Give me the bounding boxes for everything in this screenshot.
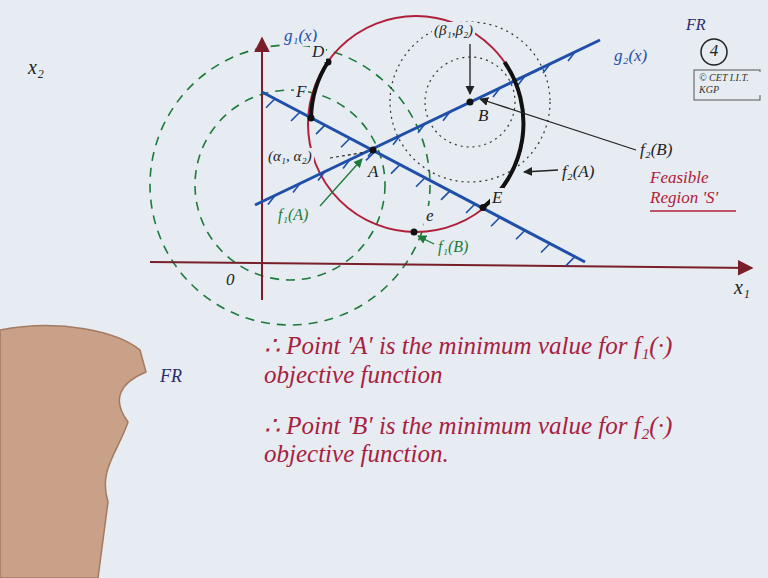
value-label: f₁(B) — [436, 238, 470, 256]
stamp-box — [694, 70, 760, 100]
leader-line — [330, 152, 366, 158]
note: ∴ Point 'A' is the minimum value for f₁(… — [262, 332, 756, 390]
page-number-circle — [701, 39, 727, 65]
leader-line — [524, 170, 558, 172]
coordinate-label: (α₁, α₂) — [266, 148, 314, 165]
region-label: Feasible Region 'S' — [648, 168, 752, 207]
leader-line — [469, 44, 470, 94]
coordinate-label: (β₁,β₂) — [432, 22, 475, 39]
point — [411, 229, 418, 236]
margin-mark: FR — [158, 366, 184, 387]
page-mark: FR — [684, 16, 708, 34]
point-label: E — [490, 188, 504, 208]
y-axis — [261, 38, 263, 300]
note: ∴ Point 'B' is the minimum value for f₂(… — [262, 412, 756, 470]
leader-line — [418, 236, 434, 244]
pareto-arc — [483, 62, 523, 207]
pareto-arc — [311, 62, 328, 118]
underline — [650, 210, 736, 212]
constraint-label: g₂(x) — [612, 46, 649, 66]
axis-label: x₁ — [732, 276, 752, 299]
point-label: F — [294, 82, 308, 102]
hand — [0, 326, 146, 578]
g2-hatching — [268, 52, 575, 204]
point-label: A — [366, 162, 380, 182]
page-number: 4 — [708, 41, 721, 61]
point — [467, 99, 474, 106]
point-label: B — [476, 106, 490, 126]
leader-line — [320, 159, 362, 206]
point — [480, 204, 487, 211]
constraint-circle — [308, 16, 524, 232]
origin-label: 0 — [224, 270, 237, 290]
value-label: f₂(A) — [560, 162, 596, 182]
point — [370, 147, 377, 154]
leader-line — [480, 99, 636, 150]
point — [308, 115, 315, 122]
f1-contour — [195, 90, 385, 280]
stamp: © CET I.I.T. KGP — [697, 72, 761, 95]
point-label: D — [310, 42, 326, 62]
value-label: f₂(B) — [638, 140, 674, 160]
value-label: f₁(A) — [276, 206, 310, 224]
point-label: e — [424, 206, 436, 226]
axis-label: x₂ — [26, 56, 46, 79]
g2-line — [255, 40, 600, 205]
x-axis — [150, 262, 752, 268]
f2-contour — [390, 22, 550, 182]
g1-hatching — [266, 99, 575, 266]
f1-contour — [150, 45, 430, 325]
